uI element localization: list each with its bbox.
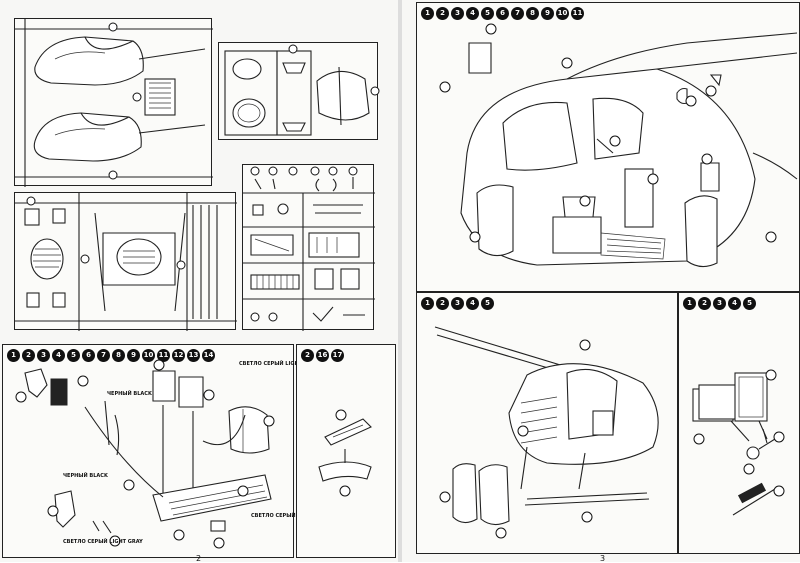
step-bubble: 4 xyxy=(728,297,741,310)
step-bubble: 4 xyxy=(466,7,479,20)
step-bubble: 9 xyxy=(541,7,554,20)
step-bubble: 8 xyxy=(526,7,539,20)
step-bubble: 2 xyxy=(698,297,711,310)
step-bubble: 5 xyxy=(481,297,494,310)
step-bubble: 4 xyxy=(52,349,65,362)
sprue-small-parts xyxy=(242,164,375,331)
step-bubble: 1 xyxy=(421,297,434,310)
fuselage-assembly-drawing xyxy=(439,23,798,268)
step-bubble: 8 xyxy=(112,349,125,362)
step-bubble: 3 xyxy=(713,297,726,310)
step-bubble: 17 xyxy=(331,349,344,362)
step-bubble: 6 xyxy=(82,349,95,362)
step-bubble: 1 xyxy=(683,297,696,310)
step-bubble: 2 xyxy=(436,297,449,310)
black-note: ЧЕРНЫЙ BLACK xyxy=(107,391,152,397)
right-page: 1 2 3 4 5 6 7 8 9 10 11 xyxy=(402,0,800,563)
step-bubble: 1 xyxy=(7,349,20,362)
sprue-interior xyxy=(14,192,237,331)
step-bubble: 12 xyxy=(172,349,185,362)
step-bubble: 5 xyxy=(481,7,494,20)
step-bubble: 16 xyxy=(316,349,329,362)
light-gray-note: СВЕТЛО СЕРЫЙ LIGHT GRAY xyxy=(239,361,319,367)
step-bubble: 2 xyxy=(301,349,314,362)
step-bubble: 1 xyxy=(421,7,434,20)
step-b-frame: 1 2 3 4 5 xyxy=(416,292,678,554)
page-number: 3 xyxy=(600,554,606,563)
weapon-mount-drawing xyxy=(692,369,785,516)
step-bubble: 2 xyxy=(22,349,35,362)
light-gray-note: СВЕТЛО СЕРЫЙ LIGHT GRAY xyxy=(251,513,331,519)
step-bubble: 6 xyxy=(496,7,509,20)
step2-sequence: 2 16 17 xyxy=(301,349,344,362)
step-bubble: 4 xyxy=(466,297,479,310)
step-bubble: 10 xyxy=(556,7,569,20)
step-bubble: 9 xyxy=(127,349,140,362)
step-bubble: 3 xyxy=(37,349,50,362)
step-bubble: 7 xyxy=(511,7,524,20)
light-gray-note: СВЕТЛО СЕРЫЙ LIGHT GRAY xyxy=(63,539,143,545)
step-bubble: 5 xyxy=(67,349,80,362)
sprue-canopy xyxy=(218,42,380,140)
step2-frame: 2 16 17 xyxy=(296,344,396,558)
step-a-frame: 1 2 3 4 5 6 7 8 9 10 11 xyxy=(416,2,800,292)
page-number: 2 xyxy=(196,554,202,563)
interior-parts-drawing xyxy=(15,193,237,331)
step-c-frame: 1 2 3 4 5 xyxy=(678,292,800,554)
step-c-sequence: 1 2 3 4 5 xyxy=(683,297,756,310)
step-bubble: 11 xyxy=(157,349,170,362)
small-parts-drawing xyxy=(243,166,375,331)
cockpit-assembly-drawing xyxy=(15,359,275,549)
side-assembly-drawing xyxy=(434,326,659,539)
step1-frame: 1 2 3 4 5 6 7 8 9 10 11 12 13 14 xyxy=(2,344,331,558)
step-bubble: 10 xyxy=(142,349,155,362)
sprue-fuselage xyxy=(14,18,213,187)
step-a-sequence: 1 2 3 4 5 6 7 8 9 10 11 xyxy=(421,7,584,20)
step-bubble: 7 xyxy=(97,349,110,362)
step-bubble: 13 xyxy=(187,349,200,362)
page-gutter xyxy=(398,0,402,562)
step-bubble: 11 xyxy=(571,7,584,20)
step-b-sequence: 1 2 3 4 5 xyxy=(421,297,494,310)
step-bubble: 2 xyxy=(436,7,449,20)
step-bubble: 3 xyxy=(451,297,464,310)
step-bubble: 3 xyxy=(451,7,464,20)
windshield-part-drawing xyxy=(318,409,372,497)
left-page: 1 2 3 4 5 6 7 8 9 10 11 12 13 14 xyxy=(0,0,398,563)
canopy-parts-drawing xyxy=(224,44,380,136)
black-note: ЧЕРНЫЙ BLACK xyxy=(63,473,108,479)
step1-sequence: 1 2 3 4 5 6 7 8 9 10 11 12 13 14 xyxy=(7,349,215,362)
fuselage-halves-drawing xyxy=(15,19,213,187)
step-bubble: 5 xyxy=(743,297,756,310)
step-bubble: 14 xyxy=(202,349,215,362)
